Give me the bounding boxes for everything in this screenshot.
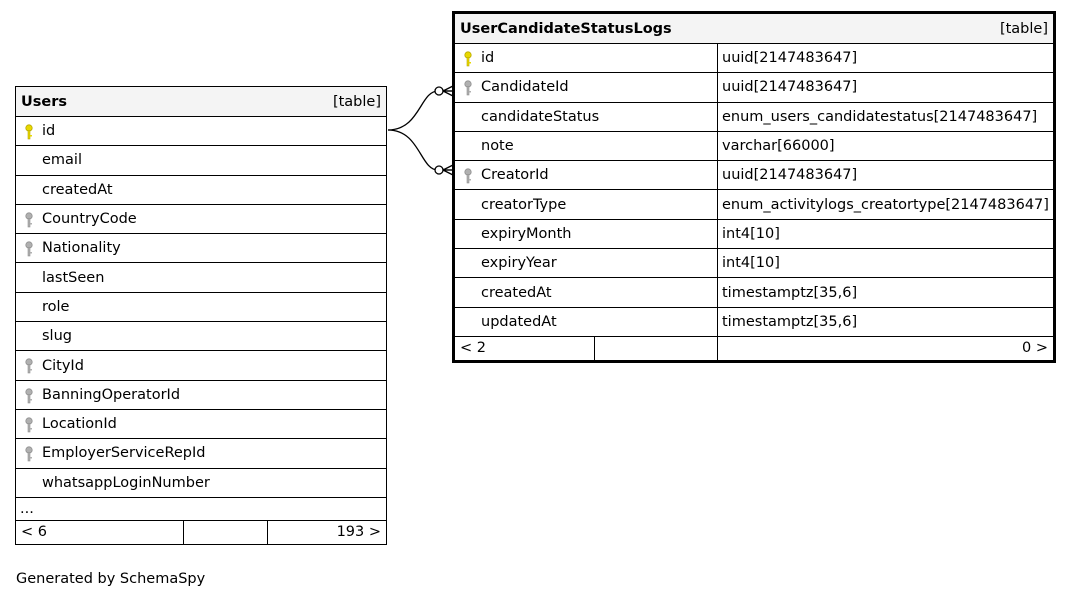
relationship-users-creator bbox=[387, 129, 455, 171]
column-name: note bbox=[481, 138, 514, 155]
table-name[interactable]: UserCandidateStatusLogs bbox=[460, 20, 672, 37]
column-name: whatsappLoginNumber bbox=[42, 474, 210, 491]
parents-link[interactable]: < 6 bbox=[21, 524, 47, 541]
column-name: id bbox=[42, 123, 56, 140]
more-columns: ... bbox=[16, 496, 386, 520]
column-name: id bbox=[481, 50, 495, 67]
column-name: role bbox=[42, 298, 70, 315]
column-row[interactable]: CandidateId uuid[2147483647] bbox=[455, 72, 1053, 102]
foreign-key-icon bbox=[25, 388, 33, 403]
logs-table-header[interactable]: UserCandidateStatusLogs [table] bbox=[455, 14, 1053, 43]
column-row[interactable]: expiryYear int4[10] bbox=[455, 248, 1053, 278]
users-footer: < 6 193 > bbox=[16, 519, 386, 544]
foreign-key-icon bbox=[25, 241, 33, 257]
column-row[interactable]: candidateStatus enum_users_candidatestatu… bbox=[455, 101, 1053, 131]
column-name: EmployerServiceRepId bbox=[42, 445, 206, 462]
column-type: enum_users_candidatestatus[2147483647] bbox=[717, 102, 1053, 131]
children-link[interactable]: 0 > bbox=[717, 336, 1053, 360]
column-name: email bbox=[42, 152, 82, 169]
column-row[interactable]: BanningOperatorId bbox=[16, 379, 386, 409]
column-name: BanningOperatorId bbox=[42, 386, 181, 403]
column-name: CityId bbox=[42, 357, 84, 374]
foreign-key-icon bbox=[25, 358, 33, 374]
column-row[interactable]: Nationality bbox=[16, 233, 386, 262]
optional-marker bbox=[434, 165, 444, 175]
column-name: CreatorId bbox=[481, 167, 549, 184]
footer-middle bbox=[594, 336, 717, 360]
column-type: varchar[66000] bbox=[717, 131, 1053, 161]
column-name: updatedAt bbox=[481, 313, 557, 330]
foreign-key-icon bbox=[464, 168, 472, 184]
column-row[interactable]: CreatorId uuid[2147483647] bbox=[455, 160, 1053, 190]
column-name: expiryMonth bbox=[481, 225, 572, 242]
column-name: lastSeen bbox=[42, 269, 105, 286]
column-name: candidateStatus bbox=[481, 108, 600, 125]
column-row[interactable]: updatedAt timestamptz[35,6] bbox=[455, 306, 1053, 336]
column-type: uuid[2147483647] bbox=[717, 73, 1053, 102]
column-row[interactable]: lastSeen bbox=[16, 262, 386, 291]
column-name: createdAt bbox=[481, 284, 552, 301]
optional-marker bbox=[434, 86, 444, 96]
column-name: CandidateId bbox=[481, 79, 569, 96]
foreign-key-icon bbox=[25, 212, 33, 228]
column-row[interactable]: CityId bbox=[16, 350, 386, 379]
parents-link[interactable]: < 2 bbox=[460, 340, 486, 357]
column-name: LocationId bbox=[42, 416, 117, 433]
column-type: timestamptz[35,6] bbox=[717, 278, 1053, 307]
column-row[interactable]: slug bbox=[16, 321, 386, 350]
column-name: creatorType bbox=[481, 196, 567, 213]
column-row[interactable]: CountryCode bbox=[16, 203, 386, 233]
relationship-users-candidate bbox=[387, 90, 455, 131]
column-row[interactable]: creatorType enum_activitylogs_creatortype… bbox=[455, 189, 1053, 219]
column-row[interactable]: expiryMonth int4[10] bbox=[455, 218, 1053, 249]
column-row[interactable]: email bbox=[16, 145, 386, 174]
column-name: CountryCode bbox=[42, 211, 137, 228]
children-link[interactable]: 193 > bbox=[267, 520, 386, 544]
column-type: uuid[2147483647] bbox=[717, 44, 1053, 73]
column-name: expiryYear bbox=[481, 255, 557, 272]
logs-footer: < 2 0 > bbox=[455, 335, 1053, 360]
column-row[interactable]: createdAt bbox=[16, 174, 386, 204]
column-type: int4[10] bbox=[717, 219, 1053, 249]
column-name: slug bbox=[42, 328, 72, 345]
column-row[interactable]: createdAt timestamptz[35,6] bbox=[455, 277, 1053, 307]
column-row[interactable]: role bbox=[16, 291, 386, 321]
table-kind: [table] bbox=[332, 93, 381, 110]
column-row[interactable]: id bbox=[16, 116, 386, 145]
footer-middle bbox=[183, 520, 267, 544]
foreign-key-icon bbox=[25, 446, 33, 462]
column-row[interactable]: note varchar[66000] bbox=[455, 130, 1053, 161]
foreign-key-icon bbox=[25, 417, 33, 433]
generated-by-label: Generated by SchemaSpy bbox=[16, 571, 206, 587]
column-type: int4[10] bbox=[717, 249, 1053, 278]
column-type: uuid[2147483647] bbox=[717, 161, 1053, 190]
column-name: createdAt bbox=[42, 181, 113, 198]
column-row[interactable]: EmployerServiceRepId bbox=[16, 438, 386, 467]
column-row[interactable]: id uuid[2147483647] bbox=[455, 43, 1053, 73]
column-type: timestamptz[35,6] bbox=[717, 307, 1053, 336]
users-table-header[interactable]: Users [table] bbox=[16, 87, 386, 116]
foreign-key-icon bbox=[464, 80, 472, 96]
column-name: Nationality bbox=[42, 240, 121, 257]
primary-key-icon bbox=[464, 51, 472, 67]
column-row[interactable]: LocationId bbox=[16, 408, 386, 438]
usercandidatestatuslogs-table[interactable]: UserCandidateStatusLogs [table] id uuid[2… bbox=[452, 11, 1056, 363]
table-kind: [table] bbox=[999, 20, 1048, 37]
column-type: enum_activitylogs_creatortype[2147483647… bbox=[717, 190, 1053, 219]
primary-key-icon bbox=[25, 124, 33, 140]
column-row[interactable]: whatsappLoginNumber bbox=[16, 467, 386, 497]
table-name[interactable]: Users bbox=[21, 93, 68, 110]
